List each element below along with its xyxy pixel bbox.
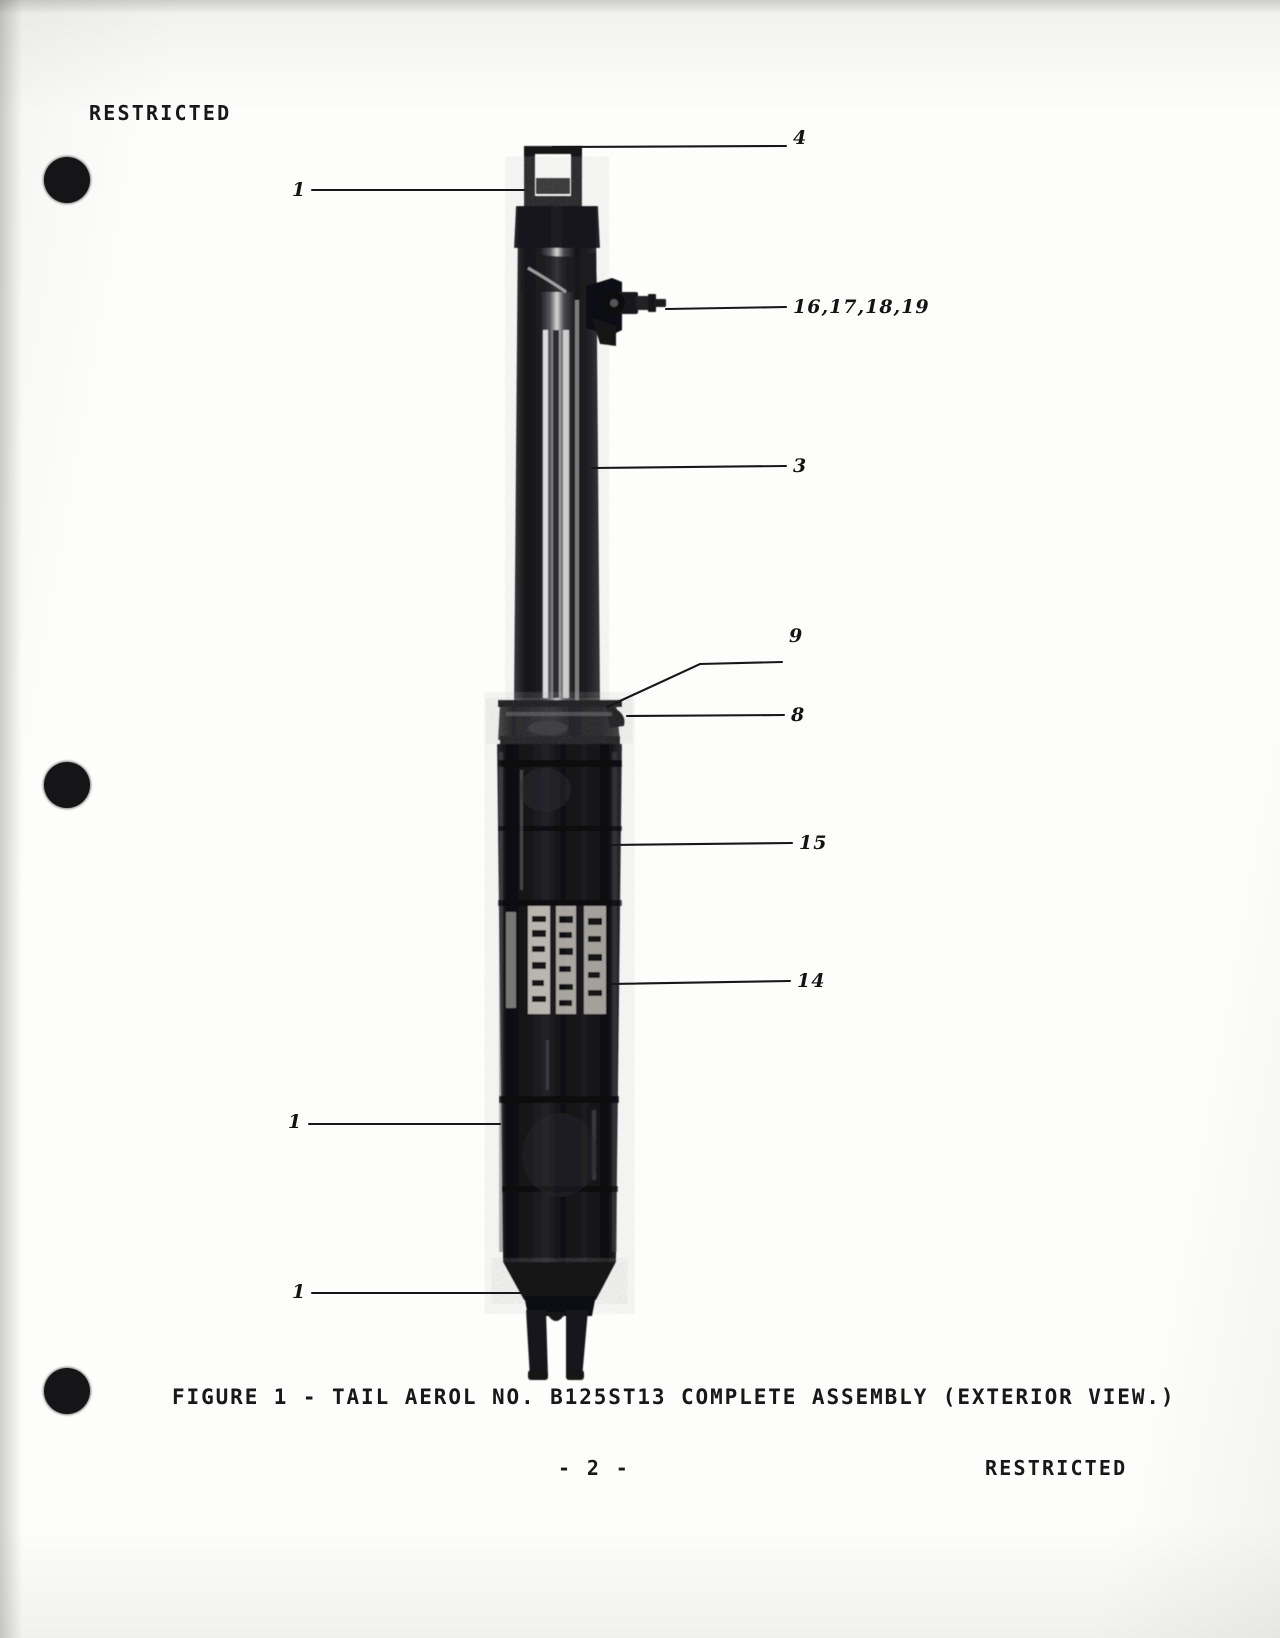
header-classification-marking: RESTRICTED [89, 101, 232, 125]
leader-line-16-17-18-19 [664, 305, 788, 311]
leader-line-4 [551, 144, 788, 149]
callout-label-4: 4 [793, 127, 808, 149]
scan-edge-top-shadow [0, 0, 1280, 14]
punch-hole-bottom [44, 1368, 90, 1414]
callout-label-1: 1 [288, 1111, 303, 1133]
page-number: - 2 - [558, 1456, 631, 1480]
callout-label-bottom-1: 1 [292, 1281, 307, 1303]
leader-line-14 [608, 979, 792, 986]
callout-label-3: 3 [793, 455, 808, 477]
leader-line-8 [625, 713, 786, 718]
callout-label-8: 8 [791, 704, 806, 726]
callout-label-14: 14 [797, 970, 826, 992]
callout-label-top-1: 1 [292, 179, 307, 201]
footer-classification-marking: RESTRICTED [985, 1456, 1128, 1480]
leader-line-9 [605, 660, 784, 709]
leader-line-3 [590, 464, 788, 470]
callout-label-16-17-18-19: 16,17,18,19 [793, 296, 930, 318]
punch-hole-middle [44, 762, 90, 808]
punch-hole-top [44, 157, 90, 203]
figure-caption: FIGURE 1 - TAIL AEROL NO. B125ST13 COMPL… [172, 1385, 1176, 1409]
leader-line-15 [609, 841, 794, 847]
callout-label-9: 9 [789, 625, 804, 647]
callout-label-15: 15 [799, 832, 828, 854]
scan-edge-left-shadow [0, 0, 22, 1638]
